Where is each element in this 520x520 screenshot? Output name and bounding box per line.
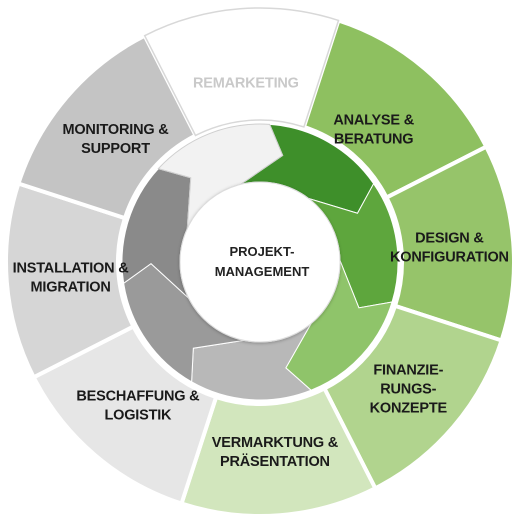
center-label-line1: PROJEKT- (229, 244, 294, 259)
segment-label-remarketing-line1: REMARKETING (193, 76, 299, 92)
outer-ring (4, 7, 516, 518)
segment-label-installation-line1: INSTALLATION & (13, 260, 130, 276)
segment-label-finanz-line3: KONZEPTE (370, 401, 448, 417)
segment-label-design-line2: KONFIGURATION (390, 250, 509, 266)
segment-label-finanz-line1: FINANZIE- (373, 363, 443, 379)
segment-label-finanz-line2: RUNGS- (380, 382, 436, 398)
center-label-line2: MANAGEMENT (215, 264, 310, 279)
segment-label-monitoring-line2: SUPPORT (81, 141, 150, 157)
center-hub (179, 181, 341, 343)
segment-labels: ANALYSE & BERATUNG DESIGN & KONFIGURATION FI… (13, 76, 509, 470)
inner-ring (121, 123, 399, 401)
segment-label-installation-line2: MIGRATION (31, 279, 111, 295)
segment-label-beschaffung-line2: LOGISTIK (104, 407, 172, 423)
segment-label-vermarktung-line1: VERMARKTUNG & (212, 435, 339, 451)
segment-label-monitoring-line1: MONITORING & (62, 122, 169, 138)
segment-label-analyse-line2: BERATUNG (334, 131, 414, 147)
segment-label-vermarktung-line2: PRÄSENTATION (220, 453, 330, 470)
segment-label-analyse-line1: ANALYSE & (333, 112, 414, 128)
segment-label-design-line1: DESIGN & (415, 231, 484, 247)
segment-remarketing (143, 7, 340, 137)
segment-label-beschaffung-line1: BESCHAFFUNG & (76, 388, 200, 404)
